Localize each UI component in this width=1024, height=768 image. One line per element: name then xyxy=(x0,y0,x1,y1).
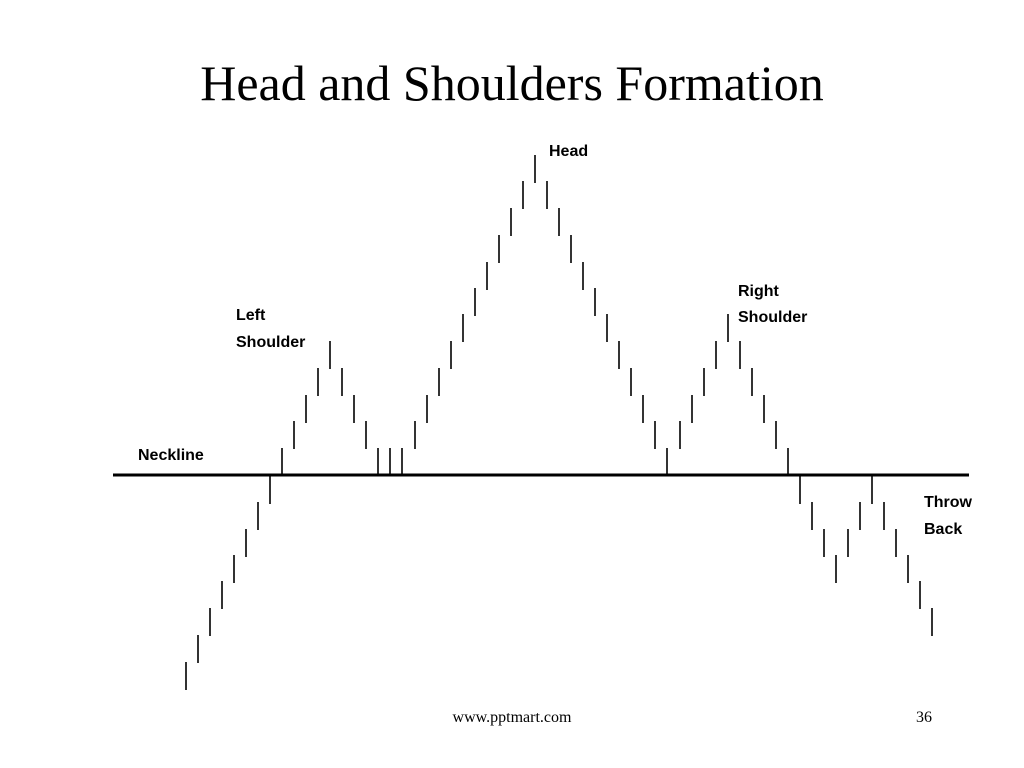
footer-url: www.pptmart.com xyxy=(452,709,572,726)
throw-back-label-line2: Back xyxy=(924,521,962,538)
throw-back-label-line1: Throw xyxy=(924,494,973,511)
left-shoulder-label-line1: Left xyxy=(236,307,266,324)
slide-title: Head and Shoulders Formation xyxy=(200,55,824,111)
page-number: 36 xyxy=(916,709,932,726)
left-shoulder-label-line2: Shoulder xyxy=(236,334,305,351)
right-shoulder-label-line1: Right xyxy=(738,283,780,300)
neckline-label: Neckline xyxy=(138,447,204,464)
right-shoulder-label-line2: Shoulder xyxy=(738,309,807,326)
price-bars xyxy=(185,155,933,690)
head-label: Head xyxy=(549,143,588,160)
